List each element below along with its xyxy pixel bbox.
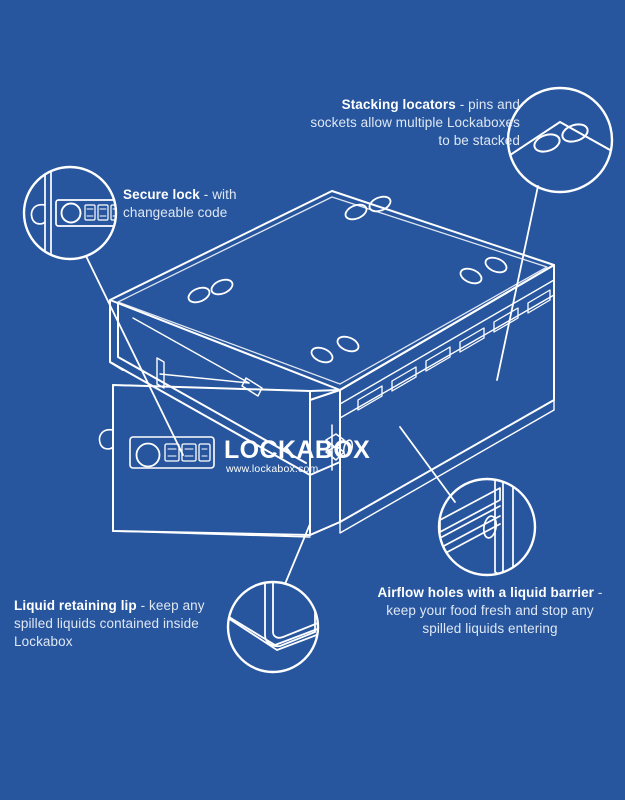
liquid-lip-magnifier [226, 580, 320, 674]
stacking-locator-holes [187, 195, 508, 364]
callout-liquid-lip: Liquid retaining lip - keep any spilled … [14, 597, 219, 651]
callout-secure-lock-title: Secure lock [123, 187, 200, 202]
callout-airflow-holes: Airflow holes with a liquid barrier - ke… [365, 584, 615, 638]
leader-lines [85, 185, 539, 585]
callout-stacking-locators-body: - pins and sockets allow multiple Lockab… [310, 97, 520, 148]
secure-lock-magnifier [22, 165, 118, 261]
stacking-locator-magnifier [506, 86, 614, 194]
lid-inner-rib [132, 317, 263, 397]
callout-liquid-lip-title: Liquid retaining lip [14, 598, 137, 613]
front-panel-brand-lockup: LOCKABOX www.lockabox.com [224, 436, 370, 475]
leader-liquid-lip [284, 523, 311, 585]
callout-airflow-holes-body: - keep your food fresh and stop any spil… [386, 585, 603, 636]
box-latch-pin [342, 439, 354, 457]
box-bottom-corner [339, 399, 555, 534]
box-right-side-face [339, 264, 555, 523]
brand-website: www.lockabox.com [225, 463, 319, 475]
callout-stacking-locators: Stacking locators - pins and sockets all… [305, 96, 520, 150]
callout-secure-lock: Secure lock - with changeable code [123, 186, 283, 222]
callout-secure-lock-body: - with changeable code [123, 187, 237, 220]
leader-secure-lock [85, 255, 184, 456]
leader-airflow [399, 426, 456, 503]
callout-airflow-holes-title: Airflow holes with a liquid barrier [377, 585, 595, 600]
front-lock-module [129, 436, 215, 469]
airflow-slots [357, 289, 551, 411]
callout-stacking-locators-title: Stacking locators [341, 97, 456, 112]
box-handle-left [98, 428, 114, 450]
brand-wordmark: LOCKABOX [224, 436, 370, 464]
liquid-retaining-lip-edge [112, 521, 341, 538]
airflow-magnifier [437, 477, 537, 577]
callout-liquid-lip-body: - keep any spilled liquids contained ins… [14, 598, 205, 649]
